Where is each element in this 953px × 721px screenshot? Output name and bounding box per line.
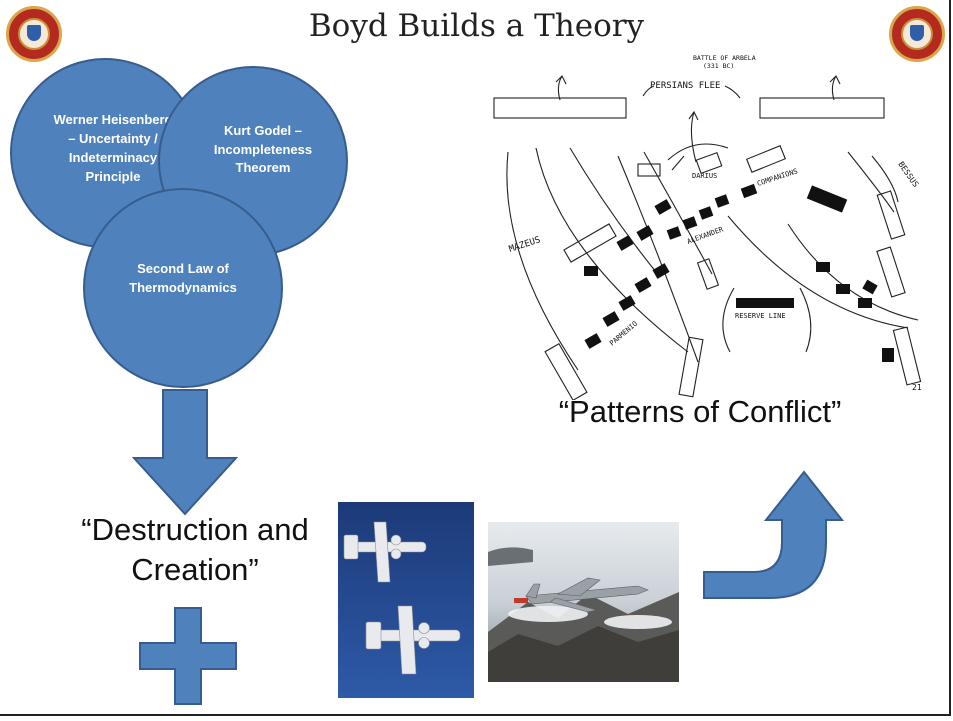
patterns-of-conflict-label: “Patterns of Conflict” [558, 394, 842, 429]
circle-thermodynamics-label: Second Law of Thermodynamics [129, 261, 237, 295]
plus-icon [139, 607, 237, 705]
map-subtitle: (331 BC) [703, 62, 734, 70]
logo-seal-right-icon [889, 6, 945, 62]
map-label-darius: DARIUS [692, 172, 717, 180]
battle-of-arbela-map: BATTLE OF ARBELA (331 BC) PERSIANS FLEE … [493, 54, 922, 400]
logo-seal-left-icon [6, 6, 62, 62]
circle-thermodynamics: Second Law of Thermodynamics [83, 188, 283, 388]
map-label-mazeus: MAZEUS [508, 235, 542, 255]
map-label-persians-flee: PERSIANS FLEE [650, 81, 720, 91]
down-arrow-icon [131, 389, 239, 516]
curved-up-arrow-icon [703, 470, 845, 599]
map-label-alexander: ALEXANDER [686, 225, 725, 246]
map-label-reserve-line: RESERVE LINE [735, 312, 786, 320]
map-page-number: 21 [912, 383, 922, 392]
slide-title: Boyd Builds a Theory [308, 8, 645, 44]
circle-godel-label: Kurt Godel – Incompleteness Theorem [213, 122, 313, 176]
map-title: BATTLE OF ARBELA [693, 54, 756, 62]
aircraft-photo-a10 [338, 502, 474, 698]
circle-heisenberg-label: Werner Heisenberg – Uncertainty / Indete… [53, 112, 173, 184]
map-label-companions: COMPANIONS [756, 167, 799, 188]
map-label-bessus: BESSUS [896, 160, 920, 189]
map-label-parmenio: PARMENIO [608, 320, 639, 348]
destruction-and-creation-label: “Destruction and Creation” [81, 512, 309, 588]
aircraft-photo-f16 [488, 522, 679, 682]
